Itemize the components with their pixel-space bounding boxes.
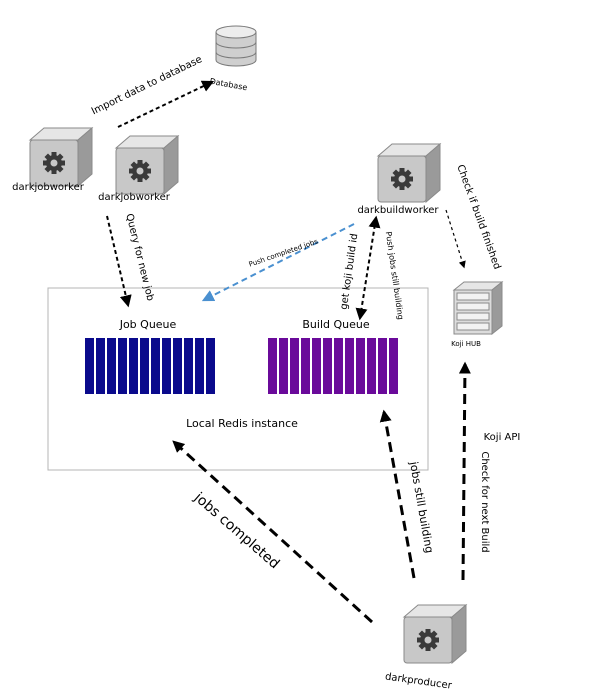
darkbuildworker-label: darkbuildworker [357,205,439,216]
jobs-completed-label: jobs completed [190,489,282,572]
build-queue [268,338,398,394]
job-queue-slot [140,338,149,394]
job-queue-slot [151,338,160,394]
build-queue-slot [389,338,398,394]
check-finished-label: Check if build finished [454,163,502,271]
darkjobworker-a-label: darkjobworker [12,182,85,193]
job-queue-slot [129,338,138,394]
job-queue-slot [107,338,116,394]
jobs-still-building-arrow [379,409,416,579]
push-completed-label: Push completed jobs [248,237,320,268]
darkjobworker-b-label: darkjobworker [98,192,171,203]
darkproducer-label: darkproducer [384,671,453,691]
koji-api-label: Koji API [484,432,521,443]
database-icon [215,25,257,67]
build-queue-slot [279,338,288,394]
gear-server-icon [115,135,179,195]
redis-label: Local Redis instance [186,417,298,430]
server-rack-icon [452,280,504,336]
job-queue-slot [96,338,105,394]
build-queue-slot [312,338,321,394]
database-label: Database [209,77,248,93]
build-queue-slot [268,338,277,394]
push-completed-arrow [201,223,355,302]
gear-server-icon [29,127,93,187]
build-queue-slot [323,338,332,394]
get-build-id-arrow [355,215,381,321]
build-queue-label: Build Queue [302,318,369,331]
job-queue-slot [118,338,127,394]
job-queue-slot [173,338,182,394]
gear-server-icon [377,143,441,203]
koji-api-arrow [458,361,471,581]
build-queue-slot [367,338,376,394]
gear-server-icon [403,604,467,664]
jobs-still-building-label: jobs still building [407,460,436,555]
build-queue-slot [334,338,343,394]
import-arrow [117,80,215,128]
job-queue-slot [195,338,204,394]
check-finished-arrow [445,209,466,269]
koji-hub-label: Koji HUB [451,340,481,348]
build-queue-slot [356,338,365,394]
build-queue-slot [378,338,387,394]
job-queue-slot [85,338,94,394]
build-queue-slot [301,338,310,394]
jobs-completed-arrow [172,440,374,624]
job-queue-label: Job Queue [119,318,177,331]
check-next-label: Check for next Build [479,451,490,552]
job-queue-slot [206,338,215,394]
job-queue [85,338,215,394]
build-queue-slot [345,338,354,394]
job-queue-slot [162,338,171,394]
import-label: Import data to database [90,54,204,117]
query-arrow [106,215,132,308]
job-queue-slot [184,338,193,394]
build-queue-slot [290,338,299,394]
